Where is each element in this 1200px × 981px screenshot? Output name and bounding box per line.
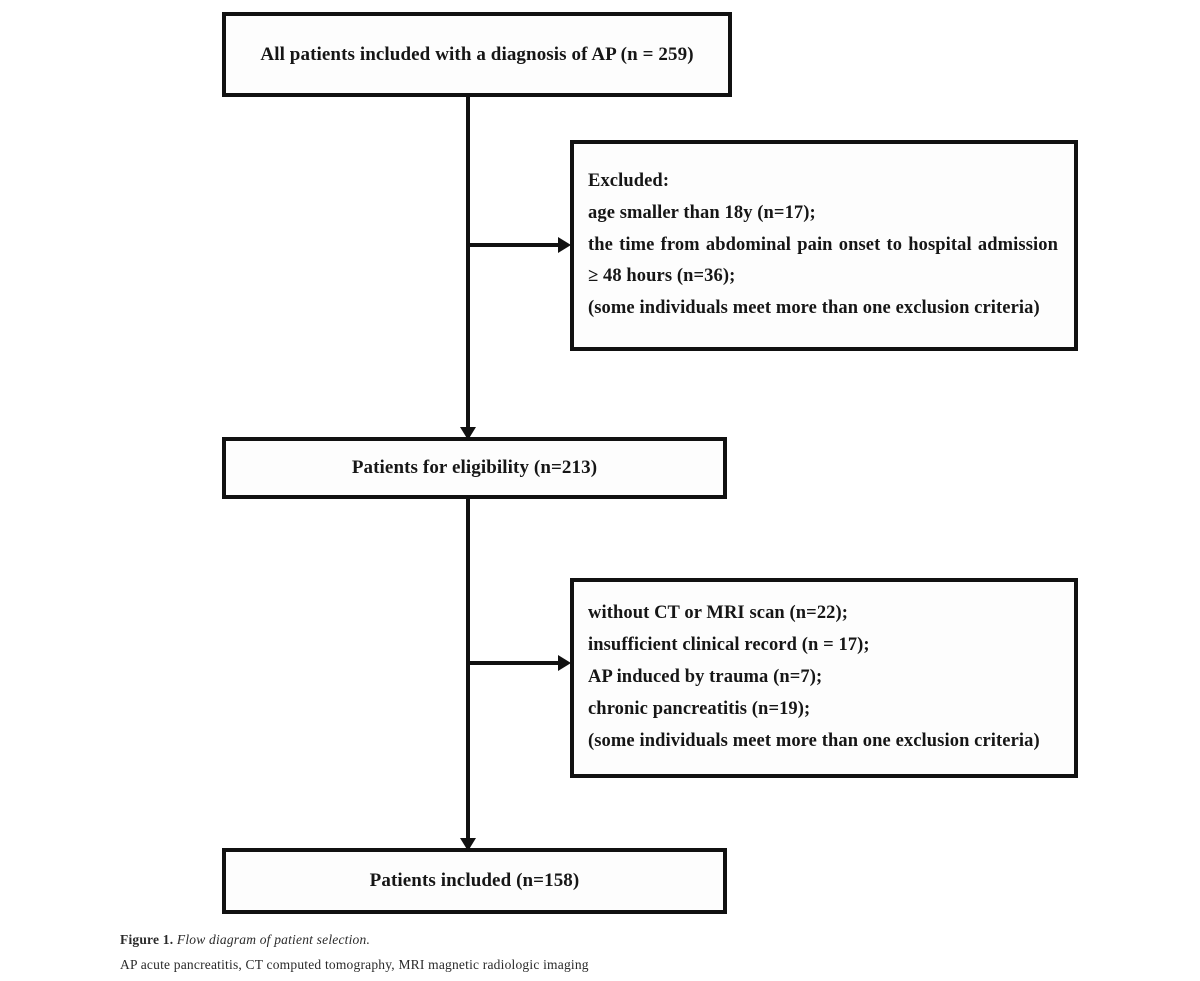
excluded-2-line-clinical-record: insufficient clinical record (n = 17); (588, 635, 870, 656)
node-included-label: Patients included (n=158) (369, 870, 580, 892)
node-excluded-criteria-1: Excluded: age smaller than 18y (n=17); t… (570, 140, 1078, 351)
arrowhead-right-2-icon (558, 655, 571, 671)
excluded-2-line-chronic-pancreatitis: chronic pancreatitis (n=19); (588, 698, 811, 719)
arrowhead-down-2-icon (460, 838, 476, 851)
node-eligibility-label: Patients for eligibility (n=213) (351, 457, 598, 479)
excluded-2-line-overlap-note: (some individuals meet more than one exc… (588, 730, 1040, 751)
node-all-patients-label: All patients included with a diagnosis o… (260, 43, 694, 65)
connector-line-to-included (466, 663, 470, 848)
node-patients-included: Patients included (n=158) (222, 848, 727, 914)
excluded-1-line-age: age smaller than 18y (n=17); (588, 202, 816, 223)
excluded-1-line-admission-time: the time from abdominal pain onset to ho… (588, 234, 1058, 287)
figure-caption: Figure 1. Flow diagram of patient select… (120, 928, 1120, 978)
excluded-1-line-overlap-note: (some individuals meet more than one exc… (588, 298, 1040, 319)
connector-line-branch-2 (468, 661, 562, 665)
excluded-2-line-trauma: AP induced by trauma (n=7); (588, 667, 823, 688)
connector-line-middle (466, 499, 470, 663)
caption-figure-title: Flow diagram of patient selection. (173, 932, 371, 947)
caption-title-line: Figure 1. Flow diagram of patient select… (120, 928, 1120, 953)
excluded-1-heading: Excluded: (588, 170, 670, 191)
caption-figure-label: Figure 1. (120, 932, 174, 947)
excluded-2-line-imaging: without CT or MRI scan (n=22); (588, 603, 849, 624)
caption-abbreviations: AP acute pancreatitis, CT computed tomog… (120, 956, 589, 972)
arrowhead-down-1-icon (460, 427, 476, 440)
arrowhead-right-1-icon (558, 237, 571, 253)
node-all-patients: All patients included with a diagnosis o… (222, 12, 732, 97)
connector-line-branch-1 (468, 243, 562, 247)
connector-line-top (466, 97, 470, 245)
node-excluded-criteria-2: without CT or MRI scan (n=22); insuffici… (570, 578, 1078, 778)
connector-line-to-eligibility (466, 245, 470, 437)
node-patients-for-eligibility: Patients for eligibility (n=213) (222, 437, 727, 499)
